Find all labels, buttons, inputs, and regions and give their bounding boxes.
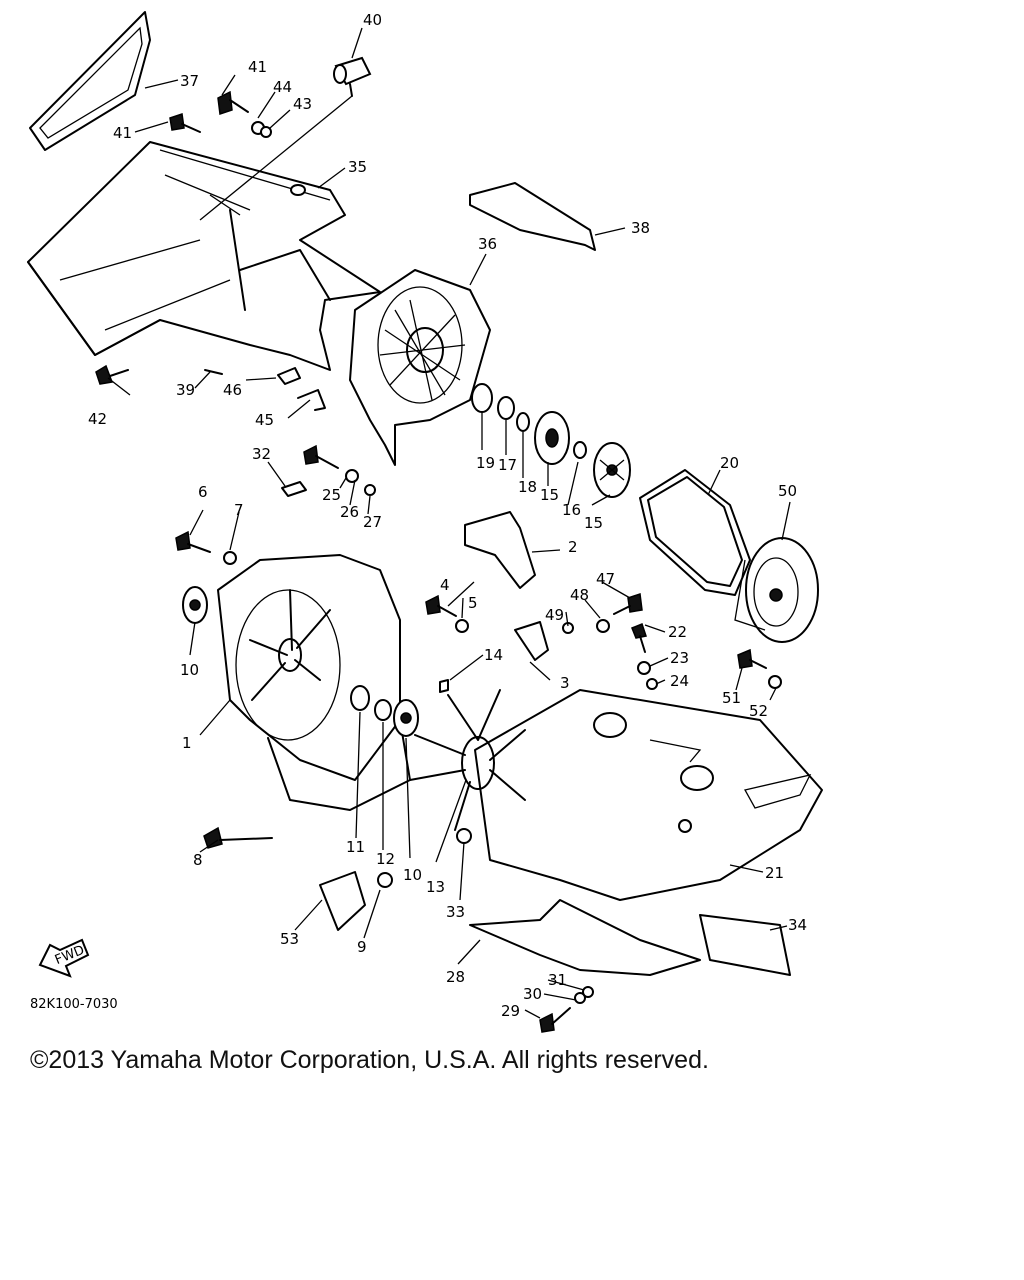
callout-31: 31 [548,971,567,989]
callout-14: 14 [484,646,503,664]
callouts: 1 2 3 4 5 6 7 8 9 10 10 11 12 13 14 15 1… [88,11,807,1020]
callout-51: 51 [722,689,741,707]
callout-38: 38 [631,219,650,237]
callout-53: 53 [280,930,299,948]
fwd-arrow-icon: FWD [38,938,90,978]
callout-28: 28 [446,968,465,986]
callout-15-b: 15 [584,514,603,532]
part-2-duct [464,511,536,589]
callout-47: 47 [596,570,615,588]
callout-43: 43 [293,95,312,113]
leader-lines [107,27,791,1019]
callout-5: 5 [468,594,478,612]
part-13-fan [409,689,526,831]
callout-1: 1 [182,734,192,752]
part-38-pad [469,182,596,251]
washers [204,121,782,1004]
part-36-housing [349,269,491,466]
callout-12: 12 [376,850,395,868]
callout-37: 37 [180,72,199,90]
part-28-bracket [469,899,701,976]
recoil-stack [471,383,631,498]
callout-6: 6 [198,483,208,501]
callout-24: 24 [670,672,689,690]
part-20-belt [639,469,751,596]
callout-10-left: 10 [180,661,199,679]
callout-21: 21 [765,864,784,882]
copyright-notice: ©2013 Yamaha Motor Corporation, U.S.A. A… [30,1046,709,1074]
callout-45: 45 [255,411,274,429]
callout-33: 33 [446,903,465,921]
callout-19: 19 [476,454,495,472]
callout-25: 25 [322,486,341,504]
callout-23: 23 [670,649,689,667]
part-1-fan-case [217,554,411,811]
callout-46: 46 [223,381,242,399]
callout-35: 35 [348,158,367,176]
callout-32: 32 [252,445,271,463]
callout-42: 42 [88,410,107,428]
callout-48: 48 [570,586,589,604]
callout-40: 40 [363,11,382,29]
callout-50: 50 [778,482,797,500]
callout-29: 29 [501,1002,520,1020]
callout-9: 9 [357,938,367,956]
part-37-seal [29,11,151,151]
callout-36: 36 [478,235,497,253]
parts-diagram: FWD 82K100-7030 1 2 3 4 5 6 7 8 9 10 10 … [27,11,823,1033]
part-35-upper-shroud [27,141,381,371]
callout-39: 39 [176,381,195,399]
callout-3: 3 [560,674,570,692]
callout-34: 34 [788,916,807,934]
part-21-lower-cover [474,689,823,901]
callout-27: 27 [363,513,382,531]
part-53-plate [319,871,366,931]
callout-20: 20 [720,454,739,472]
callout-7: 7 [234,501,244,519]
callout-30: 30 [523,985,542,1003]
callout-18: 18 [518,478,537,496]
callout-22: 22 [668,623,687,641]
callout-15-a: 15 [540,486,559,504]
callout-10-right: 10 [403,866,422,884]
callout-41-a: 41 [248,58,267,76]
callout-4: 4 [440,576,450,594]
bearings [182,586,419,737]
callout-17: 17 [498,456,517,474]
callout-11: 11 [346,838,365,856]
callout-16: 16 [562,501,581,519]
callout-8: 8 [193,851,203,869]
callout-44: 44 [273,78,292,96]
callout-2: 2 [568,538,578,556]
callout-26: 26 [340,503,359,521]
drawing-code: 82K100-7030 [30,997,118,1012]
callout-13: 13 [426,878,445,896]
part-34-cushion [699,914,791,976]
callout-52: 52 [749,702,768,720]
bolts [95,90,767,1033]
callout-41-b: 41 [113,124,132,142]
part-40-connector [199,56,372,221]
callout-49: 49 [545,606,564,624]
